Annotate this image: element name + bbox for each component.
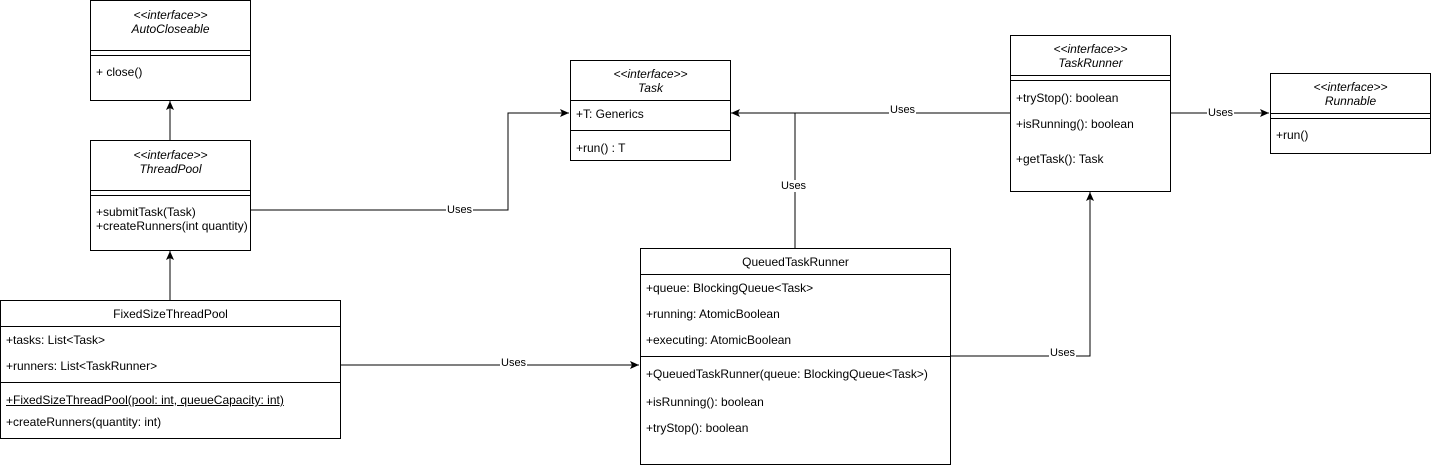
class-name: Task xyxy=(638,81,663,95)
class-threadpool[interactable]: <<interface>> ThreadPool +submitTask(Tas… xyxy=(90,140,251,251)
edge-label-queued-task: Uses xyxy=(780,180,808,192)
class-header: <<interface>> Runnable xyxy=(1271,80,1430,108)
class-queuedtaskrunner[interactable]: QueuedTaskRunner +queue: BlockingQueue<T… xyxy=(640,248,951,465)
class-name: ThreadPool xyxy=(139,162,202,176)
class-header: <<interface>> AutoCloseable xyxy=(91,8,250,36)
divider xyxy=(641,274,950,275)
divider xyxy=(1,326,340,327)
class-taskrunner[interactable]: <<interface>> TaskRunner +tryStop(): boo… xyxy=(1010,35,1171,192)
divider xyxy=(1271,118,1430,119)
stereotype-label: <<interface>> xyxy=(133,8,208,22)
class-autocloseable[interactable]: <<interface>> AutoCloseable + close() xyxy=(90,0,251,101)
class-runnable[interactable]: <<interface>> Runnable +run() xyxy=(1270,73,1431,154)
edge-label-taskrunner-runnable: Uses xyxy=(1207,107,1235,119)
divider xyxy=(91,55,250,56)
divider xyxy=(91,50,250,51)
attribute-row: +tasks: List<Task> xyxy=(6,333,106,347)
stereotype-label: <<interface>> xyxy=(133,148,208,162)
attribute-row: +T: Generics xyxy=(576,107,644,121)
divider xyxy=(571,100,730,101)
edge-queued-to-taskrunner xyxy=(950,192,1094,357)
attribute-row: +executing: AtomicBoolean xyxy=(646,333,792,347)
stereotype-label: <<interface>> xyxy=(1313,80,1388,94)
method-row: +isRunning(): boolean xyxy=(1016,117,1134,131)
attribute-row: +running: AtomicBoolean xyxy=(646,307,780,321)
stereotype-label: <<interface>> xyxy=(613,67,688,81)
method-row: +run() xyxy=(1276,128,1309,142)
method-row: +isRunning(): boolean xyxy=(646,395,764,409)
class-name: AutoCloseable xyxy=(131,22,210,36)
method-row: +QueuedTaskRunner(queue: BlockingQueue<T… xyxy=(646,367,928,381)
edge-label-queued-taskrunner: Uses xyxy=(1049,347,1077,359)
method-row: +tryStop(): boolean xyxy=(1016,91,1119,105)
stereotype-label: <<interface>> xyxy=(1053,42,1128,56)
constructor-row: +FixedSizeThreadPool(pool: int, queueCap… xyxy=(6,393,284,407)
class-header: FixedSizeThreadPool xyxy=(1,307,340,321)
class-header: QueuedTaskRunner xyxy=(641,255,950,269)
method-row: +createRunners(quantity: int) xyxy=(6,415,162,429)
divider xyxy=(571,130,730,131)
class-header: <<interface>> Task xyxy=(571,67,730,95)
method-row: +tryStop(): boolean xyxy=(646,421,749,435)
class-name: TaskRunner xyxy=(1058,56,1123,70)
attribute-row: +queue: BlockingQueue<Task> xyxy=(646,281,814,295)
class-name: QueuedTaskRunner xyxy=(742,255,849,269)
class-name: FixedSizeThreadPool xyxy=(113,307,228,321)
divider xyxy=(1011,75,1170,76)
class-task[interactable]: <<interface>> Task +T: Generics +run() :… xyxy=(570,60,731,161)
edge-label-threadpool-task: Uses xyxy=(446,204,474,216)
method-row: +run() : T xyxy=(576,141,626,155)
attribute-row: +runners: List<TaskRunner> xyxy=(6,359,158,373)
edge-label-fixedsize-queued: Uses xyxy=(500,357,528,369)
method-row: +getTask(): Task xyxy=(1016,152,1104,166)
class-fixedsizethreadpool[interactable]: FixedSizeThreadPool +tasks: List<Task> +… xyxy=(0,300,341,439)
divider xyxy=(641,356,950,357)
method-row: +submitTask(Task) xyxy=(96,205,196,219)
class-header: <<interface>> ThreadPool xyxy=(91,148,250,176)
divider xyxy=(1011,80,1170,81)
method-row: +createRunners(int quantity) xyxy=(96,219,248,233)
edge-threadpool-to-task xyxy=(250,109,569,211)
class-header: <<interface>> TaskRunner xyxy=(1011,42,1170,70)
divider xyxy=(1271,113,1430,114)
divider xyxy=(91,190,250,191)
divider xyxy=(1,382,340,383)
divider xyxy=(91,195,250,196)
edge-label-taskrunner-task: Uses xyxy=(889,104,917,116)
class-name: Runnable xyxy=(1324,94,1377,108)
method-row: + close() xyxy=(96,65,143,79)
